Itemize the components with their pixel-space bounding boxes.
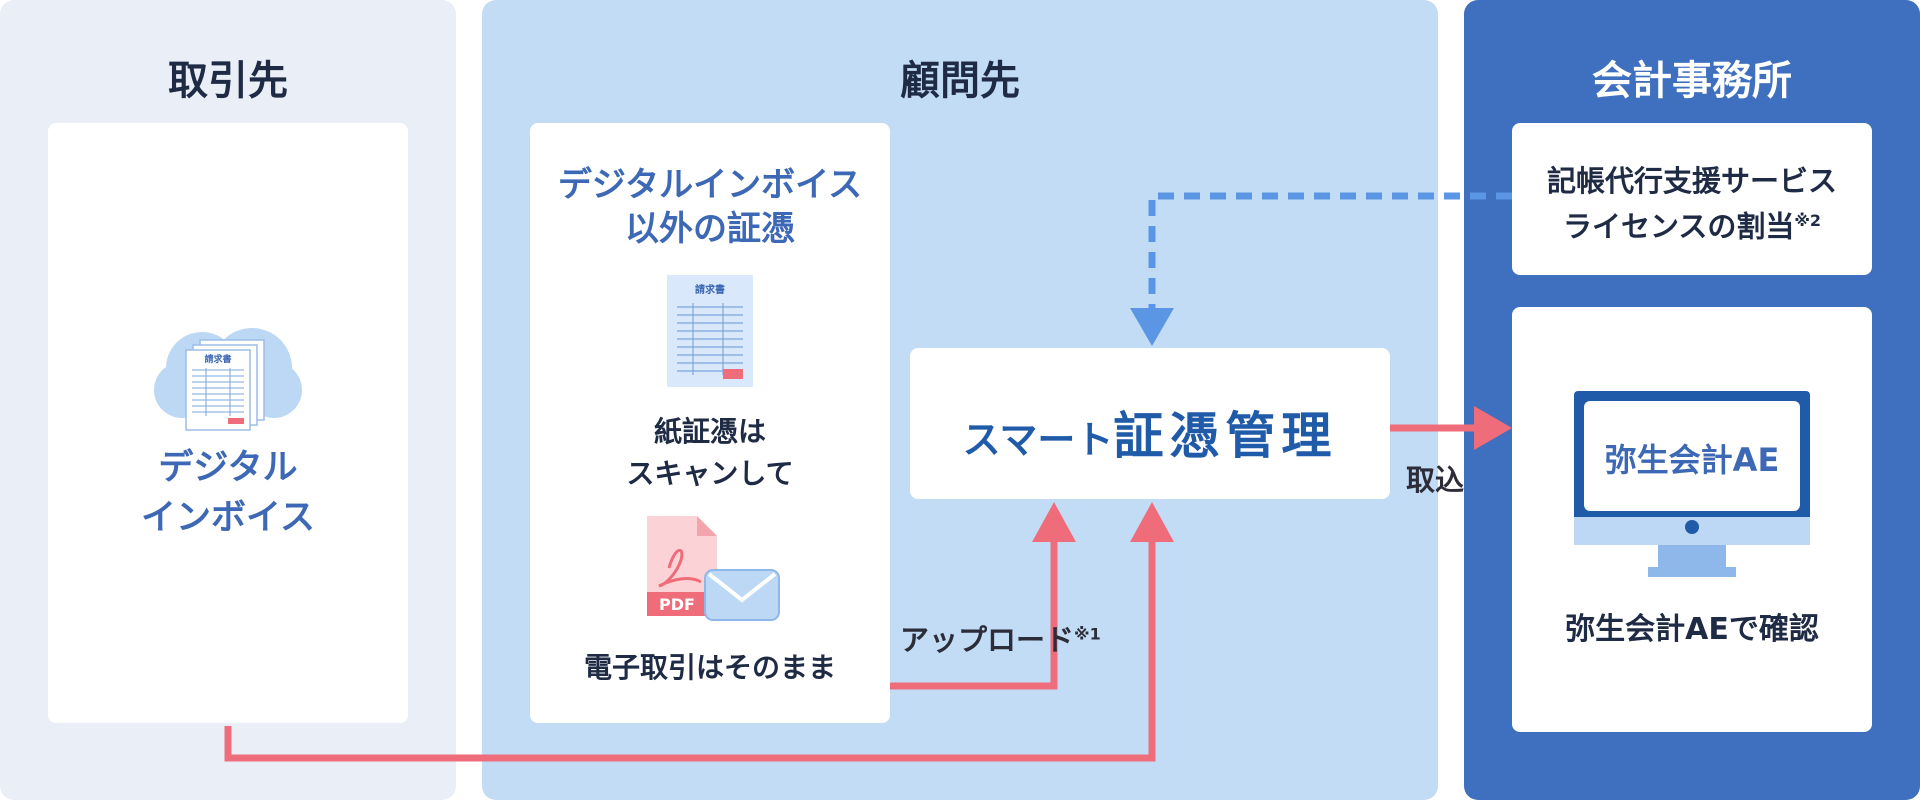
advisor-panel-title: 顧問先 <box>900 58 1020 104</box>
license-assign-text: ライセンスの割当 <box>1562 209 1795 244</box>
pdf-label: PDF <box>659 595 695 614</box>
cloud-invoice-icon: 請求書 <box>154 328 302 431</box>
bookkeeping-service-card: 記帳代行支援サービス ライセンスの割当※2 <box>1512 123 1872 275</box>
other-evidence-title: デジタルインボイス 以外の証憑 <box>530 163 890 251</box>
smart-title-large: 証憑管理 <box>1113 407 1338 465</box>
monitor-icon: 弥生会計AE <box>1574 391 1810 577</box>
pdf-mail-icon: PDF <box>647 516 780 621</box>
digital-invoice-arrowhead <box>1130 502 1174 542</box>
other-evidence-title-line2: 以外の証憑 <box>625 209 795 249</box>
import-arrowhead <box>1474 406 1512 450</box>
digital-invoice-card: 請求書 デジタル インボイス <box>48 123 408 723</box>
cloud-doc-title: 請求書 <box>204 353 231 365</box>
paper-evidence-line1: 紙証憑は <box>653 415 766 448</box>
import-label: 取込 <box>1406 463 1465 497</box>
digital-invoice-label-line2: インボイス <box>141 498 315 538</box>
client-panel-title: 取引先 <box>168 58 288 104</box>
upload-label-text: アップロード <box>900 623 1075 657</box>
digital-invoice-label-line1: デジタル <box>158 448 298 488</box>
paper-evidence-line2: スキャンして <box>626 457 794 490</box>
upload-connector <box>890 538 1058 690</box>
digital-invoice-connector <box>224 538 1156 762</box>
yayoi-ae-caption: 弥生会計AEで確認 <box>1565 612 1819 647</box>
license-note: ※2 <box>1794 211 1822 230</box>
upload-note: ※1 <box>1074 624 1101 644</box>
bookkeeping-service-text: 記帳代行支援サービス ライセンスの割当※2 <box>1512 161 1872 247</box>
monitor-power-dot <box>1685 520 1699 534</box>
bookkeeping-service-line1: 記帳代行支援サービス <box>1546 164 1837 198</box>
yayoi-ae-card: 弥生会計AE 弥生会計AEで確認 <box>1512 307 1872 732</box>
other-evidence-card: デジタルインボイス 以外の証憑 請求書 紙証憑は スキャンして PDF <box>530 123 890 723</box>
bookkeeping-service-line2: ライセンスの割当※2 <box>1512 201 1872 247</box>
digital-invoice-label: デジタル インボイス <box>48 443 408 543</box>
accounting-firm-panel-title: 会計事務所 <box>1592 58 1792 104</box>
smart-title-small: スマート <box>962 418 1114 462</box>
other-evidence-title-line1: デジタルインボイス <box>557 165 863 205</box>
smart-evidence-management-title: スマート証憑管理 <box>910 396 1390 468</box>
upload-arrowhead <box>1032 502 1076 542</box>
paper-evidence-text: 紙証憑は スキャンして <box>530 411 890 495</box>
paper-doc-title: 請求書 <box>695 283 725 296</box>
license-dashed-connector <box>1148 192 1512 310</box>
paper-invoice-icon: 請求書 <box>667 275 753 387</box>
electronic-trade-text: 電子取引はそのまま <box>583 651 836 684</box>
license-arrowhead <box>1130 308 1174 346</box>
monitor-screen-text: 弥生会計AE <box>1605 441 1780 479</box>
upload-label: アップロード※1 <box>900 617 1101 659</box>
smart-evidence-management-card[interactable]: スマート証憑管理 <box>910 348 1390 499</box>
